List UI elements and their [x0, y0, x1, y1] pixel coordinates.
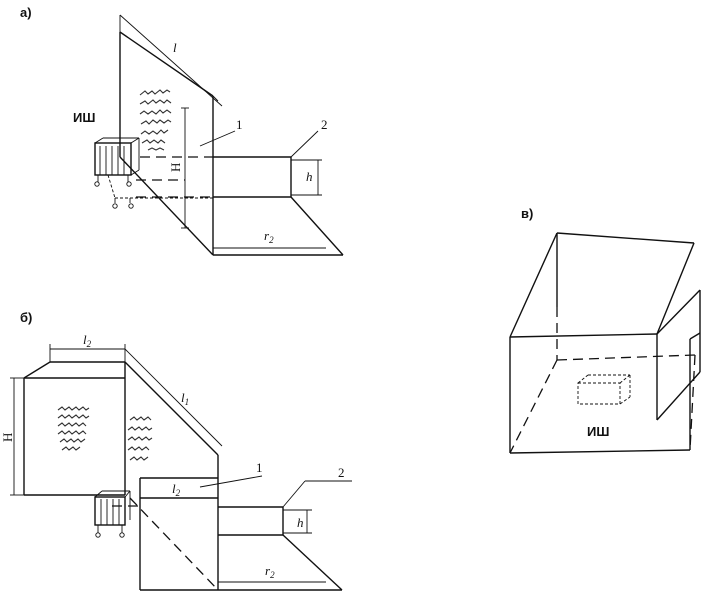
- dim-l-label: l: [173, 40, 177, 55]
- dim-H-label-b: H: [0, 433, 15, 442]
- source-box-a: [94, 137, 215, 209]
- panel-a: а) l H: [20, 5, 344, 256]
- beam-b: [112, 497, 343, 591]
- screen-b-back: [23, 361, 219, 590]
- beam-a: [136, 156, 344, 256]
- callout-2-a: 2: [321, 117, 328, 132]
- source-label-a: ИШ: [73, 110, 95, 125]
- dim-H-label: H: [168, 163, 183, 172]
- panel-b-tag: б): [20, 310, 32, 325]
- panel-a-tag: а): [20, 5, 32, 20]
- source-box-c: [577, 374, 631, 405]
- dim-h-label: h: [306, 169, 313, 184]
- panel-c-tag: в): [521, 206, 533, 221]
- source-label-c: ИШ: [587, 424, 609, 439]
- enclosure-c: [509, 232, 701, 454]
- callout-1-b: 1: [256, 460, 263, 475]
- callout-2-b: 2: [338, 465, 345, 480]
- front-box-b: [139, 477, 218, 591]
- hatching-a: [139, 89, 172, 151]
- dim-r-label: r2: [264, 228, 274, 245]
- panel-b: б) l2 l1 H: [0, 310, 352, 591]
- dim-h-label-b: h: [297, 515, 304, 530]
- source-box-b: [94, 490, 131, 538]
- panel-c: в): [509, 206, 701, 454]
- dim-l2-top: l2: [83, 332, 92, 349]
- dim-l2-mid: l2: [172, 481, 181, 498]
- dim-r-label-b: r2: [265, 563, 275, 580]
- dim-l1: l1: [181, 390, 189, 407]
- hatching-b: [57, 406, 153, 461]
- callout-1-a: 1: [236, 117, 243, 132]
- screen-a: l: [119, 14, 223, 256]
